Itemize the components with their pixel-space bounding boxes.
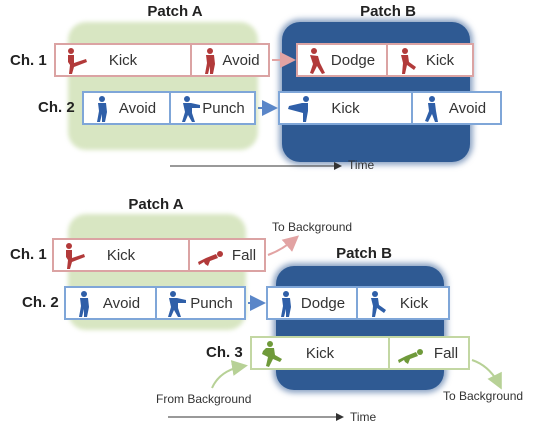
kick-figure-icon [68, 48, 87, 74]
to-background-label-2: To Background [443, 389, 524, 403]
bottom-ch2-label: Ch. 2 [22, 294, 59, 311]
action-cell: Kick [252, 338, 388, 368]
action-label: Dodge [330, 51, 376, 69]
action-cell: Dodge [298, 45, 386, 75]
action-cell: Kick [356, 288, 448, 318]
kick-figure-icon [371, 291, 386, 317]
avoid-figure-icon [79, 291, 89, 317]
action-cell: Dodge [268, 288, 356, 318]
fall-figure-icon [198, 251, 223, 266]
avoid-figure-icon [97, 96, 107, 122]
action-label: Kick [331, 99, 360, 117]
to-background-arrow-1 [267, 235, 300, 256]
fall-figure-icon [398, 349, 423, 364]
top-ch2-label: Ch. 2 [38, 99, 75, 116]
bottom-ch2-segment-b: Dodge Kick [266, 286, 450, 320]
action-cell: Fall [388, 338, 468, 368]
top-patch-b-title: Patch B [360, 3, 416, 20]
action-label: Avoid [118, 99, 157, 117]
action-cell: Kick [280, 93, 411, 123]
action-label: Punch [202, 99, 245, 117]
dodge-figure-icon [310, 48, 325, 74]
action-label: Punch [190, 294, 233, 312]
action-label: Kick [305, 344, 335, 362]
top-ch2-segment-b: Kick Avoid [278, 91, 502, 125]
bottom-ch3-segment: Kick Fall [250, 336, 470, 370]
top-ch1-label: Ch. 1 [10, 52, 47, 69]
action-cell: Kick [54, 240, 188, 270]
action-cell: Avoid [411, 93, 500, 123]
top-ch2-segment-a: Avoid Punch [82, 91, 256, 125]
kick-figure-icon [401, 48, 416, 74]
action-cell: Avoid [66, 288, 155, 318]
action-cell: Avoid [84, 93, 169, 123]
action-label: Kick [425, 51, 455, 69]
action-cell: Avoid [190, 45, 268, 75]
action-label: Dodge [300, 294, 346, 312]
avoid-figure-icon [425, 96, 438, 122]
bottom-ch3-label: Ch. 3 [206, 344, 243, 361]
from-background-arrow [211, 360, 248, 389]
action-label: Kick [108, 51, 138, 69]
top-ch1-segment-a: Kick Avoid [54, 43, 270, 77]
to-background-label-1: To Background [272, 220, 353, 234]
action-cell: Kick [56, 45, 190, 75]
kick-figure-icon [288, 96, 309, 122]
punch-figure-icon [168, 291, 186, 317]
punch-figure-icon [182, 96, 200, 122]
bottom-patch-b-title: Patch B [336, 245, 392, 262]
top-patch-a-title: Patch A [147, 3, 203, 20]
action-cell: Kick [386, 45, 472, 75]
bottom-ch1-segment: Kick Fall [52, 238, 266, 272]
action-label: Avoid [448, 99, 487, 117]
action-label: Kick [106, 246, 136, 264]
kick-figure-icon [66, 243, 85, 269]
avoid-figure-icon [205, 48, 215, 74]
dodge-figure-icon [281, 291, 291, 317]
top-ch1-segment-b: Dodge Kick [296, 43, 474, 77]
action-label: Fall [433, 344, 459, 362]
to-background-arrow-2 [471, 359, 502, 390]
bottom-ch1-label: Ch. 1 [10, 246, 47, 263]
bottom-time-label: Time [350, 410, 377, 424]
action-label: Fall [231, 246, 257, 264]
bottom-patch-a-title: Patch A [128, 196, 184, 213]
top-time-label: Time [348, 158, 375, 172]
action-cell: Punch [169, 93, 254, 123]
action-label: Avoid [102, 294, 141, 312]
from-background-label: From Background [156, 392, 252, 406]
action-label: Kick [399, 294, 429, 312]
action-label: Avoid [222, 51, 260, 69]
action-cell: Fall [188, 240, 264, 270]
action-cell: Punch [155, 288, 244, 318]
kick-figure-icon [262, 341, 282, 367]
bottom-ch2-segment-a: Avoid Punch [64, 286, 246, 320]
